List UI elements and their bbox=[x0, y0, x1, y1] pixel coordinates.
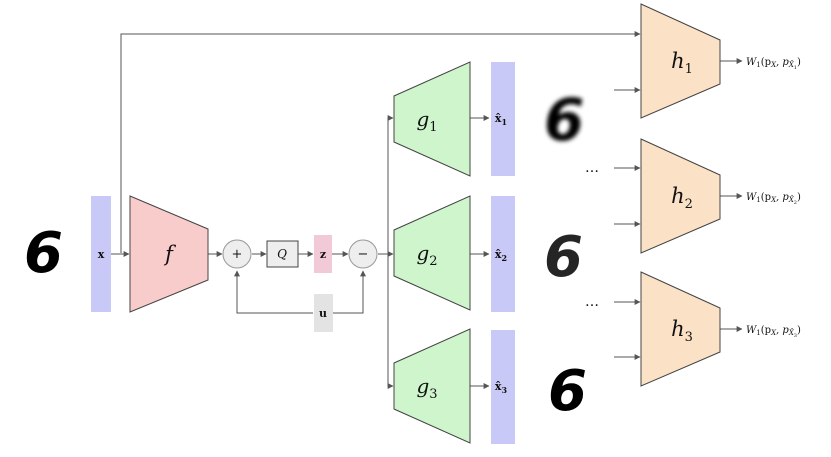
plus-node bbox=[222, 239, 252, 269]
xhat2-label: x̂2 bbox=[495, 248, 507, 263]
critic-h1-block bbox=[640, 3, 721, 119]
decoder-g3-block bbox=[393, 328, 471, 444]
critic-h3-output-label: W1(pX, pX̂3) bbox=[746, 325, 801, 339]
recon-digit-1-image: 6 bbox=[544, 86, 584, 154]
decoder-g3-label: g3 bbox=[416, 374, 437, 402]
critic-h2-block bbox=[640, 138, 721, 254]
xhat3-label: x̂3 bbox=[495, 380, 508, 395]
encoder-f-label: f bbox=[163, 242, 176, 266]
input-digit-image: 6 bbox=[24, 221, 63, 286]
xhat2-vector bbox=[491, 196, 515, 312]
critic-h3-label: h3 bbox=[671, 317, 693, 345]
decoder-g2-label: g2 bbox=[416, 241, 437, 269]
x-label: x bbox=[98, 248, 105, 261]
u-label: u bbox=[319, 307, 327, 320]
x-vector bbox=[91, 196, 111, 312]
decoder-g2-block bbox=[393, 195, 471, 311]
decoder-g1-block bbox=[393, 61, 471, 177]
decoder-g1-label: g1 bbox=[416, 107, 437, 135]
quantizer-q-box bbox=[266, 240, 299, 268]
critic-h2-output-label: W1(pX, pX̂2) bbox=[746, 192, 801, 206]
critic-h1-label: h1 bbox=[671, 49, 693, 77]
z-label: z bbox=[320, 248, 326, 261]
arrow-u-to-plus bbox=[234, 270, 313, 314]
xhat1-label: x̂1 bbox=[495, 112, 507, 127]
critic-h1-output-label: W1(pX, pX̂1) bbox=[746, 57, 801, 71]
xhat1-vector bbox=[491, 62, 515, 176]
ellipsis-3: … bbox=[585, 294, 599, 310]
skip-connection-line bbox=[120, 31, 641, 253]
plus-label: + bbox=[232, 247, 243, 262]
encoder-f-block bbox=[129, 195, 209, 313]
arrow-u-to-minus bbox=[333, 270, 366, 314]
recon-digit-2-image: 6 bbox=[544, 225, 583, 290]
connectors bbox=[110, 31, 743, 389]
minus-label: − bbox=[358, 247, 369, 262]
quantizer-q-label: Q bbox=[277, 247, 287, 261]
minus-node bbox=[348, 239, 378, 269]
z-vector bbox=[314, 235, 332, 273]
critic-h2-label: h2 bbox=[671, 184, 693, 212]
critic-h3-block bbox=[640, 271, 721, 387]
xhat3-vector bbox=[491, 330, 515, 444]
ellipsis-2: … bbox=[585, 160, 599, 176]
recon-digit-3-image: 6 bbox=[548, 359, 587, 424]
u-vector bbox=[314, 294, 333, 332]
